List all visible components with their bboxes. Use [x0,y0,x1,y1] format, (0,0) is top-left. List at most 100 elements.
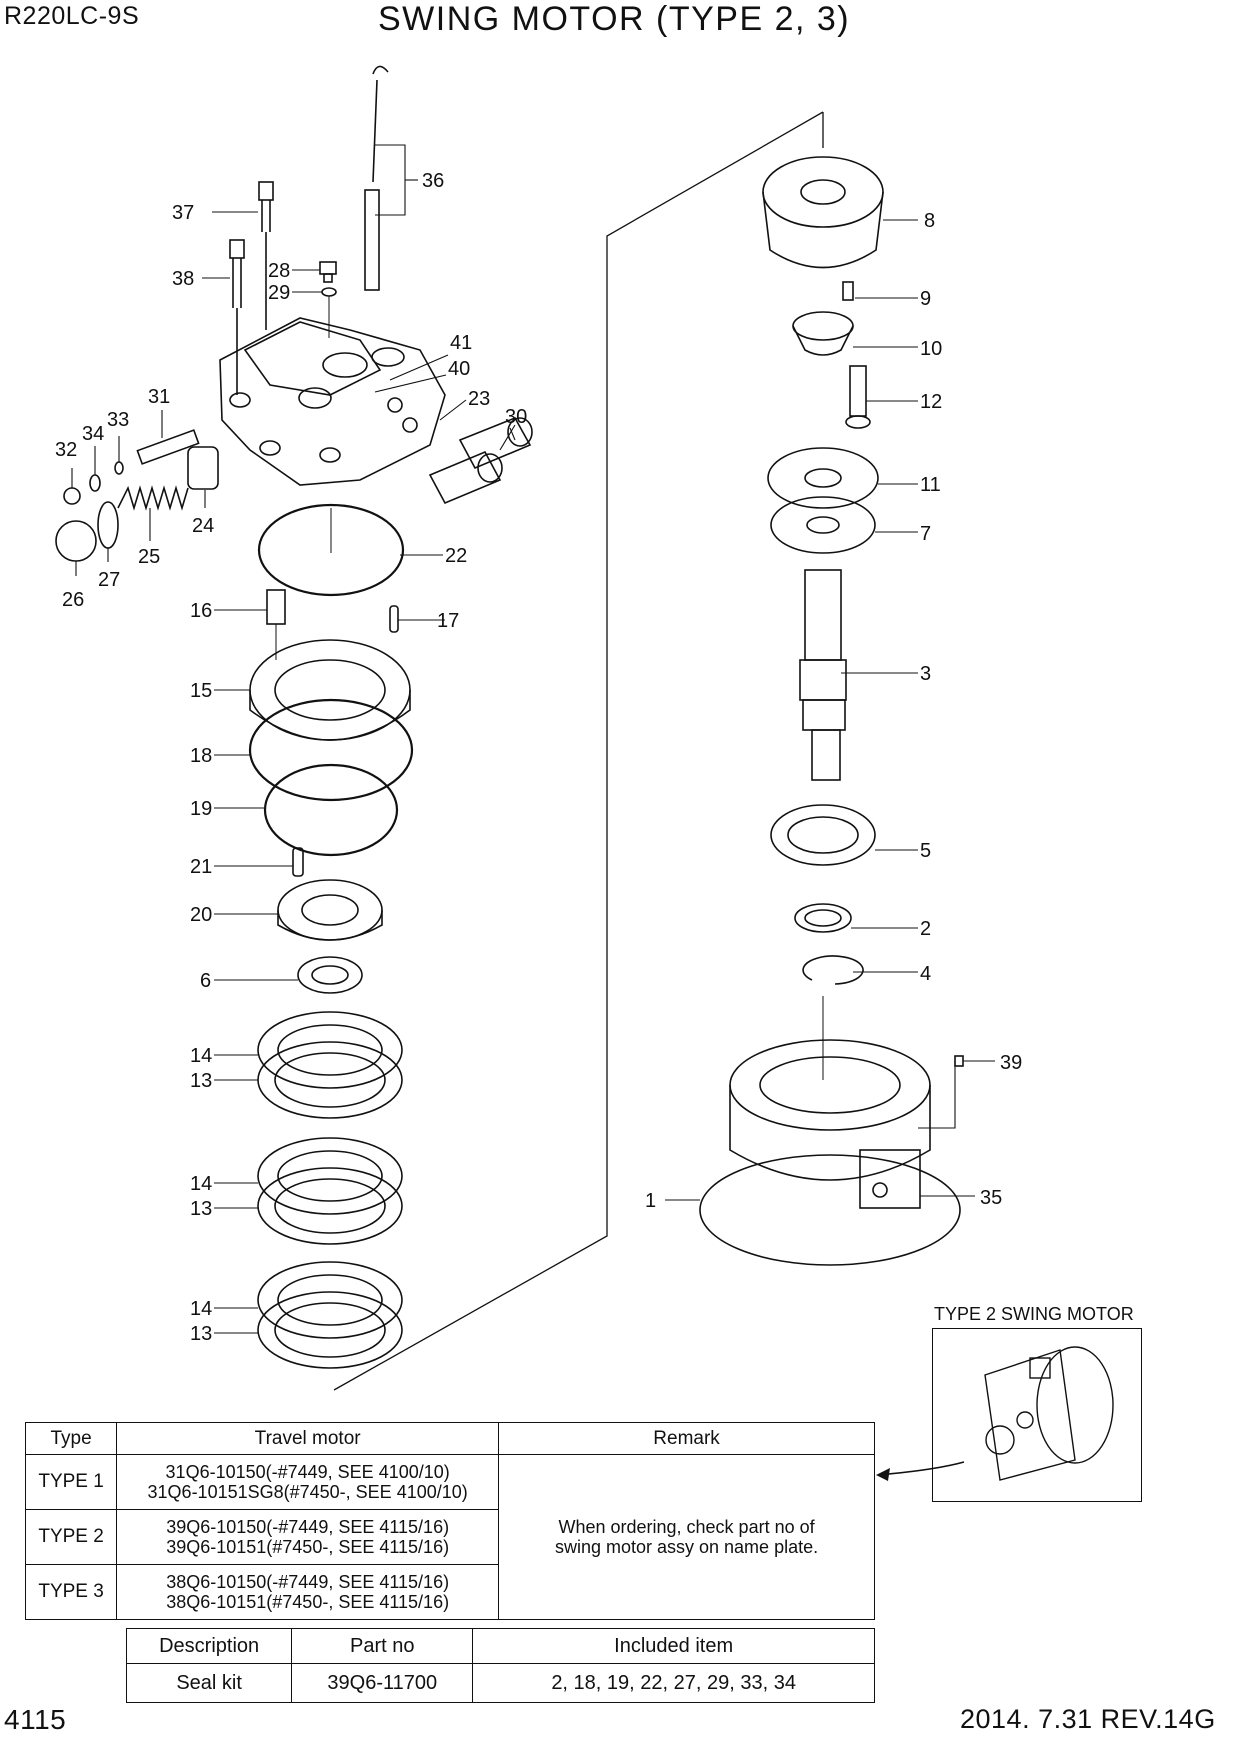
seal-kit-table: Description Part no Included item Seal k… [125,1628,875,1703]
part-label: 27 [98,569,120,591]
part-label: 14 [190,1173,212,1195]
motor-line: 38Q6-10150(-#7449, SEE 4115/16) [166,1572,450,1592]
o-ring-34 [89,474,101,492]
part-label: 41 [450,332,472,354]
part-label: 12 [920,391,942,413]
part-label-group: 8 9 10 12 11 7 3 5 2 4 39 35 1 37 38 28 … [55,170,1022,1345]
sleeve-24 [187,446,219,490]
part-label: 1 [645,1190,656,1212]
header-type: Type [24,1422,118,1455]
table-header-row: Description Part no Included item [125,1628,875,1664]
table-row: TYPE 3 38Q6-10150(-#7449, SEE 4115/16) 3… [24,1564,875,1620]
drive-shaft-3 [799,569,847,781]
motor-cell: 31Q6-10150(-#7449, SEE 4100/10) 31Q6-101… [116,1454,500,1510]
spring-25 [117,485,189,511]
part-label: 34 [82,423,104,445]
motor-line: 38Q6-10151(#7450-, SEE 4115/16) [166,1592,450,1612]
part-label: 7 [920,523,931,545]
part-label: 13 [190,1070,212,1092]
part-label: 5 [920,840,931,862]
part-label: 17 [437,610,459,632]
motor-line: 31Q6-10151SG8(#7450-, SEE 4100/10) [147,1482,468,1502]
o-ring-27 [97,501,119,549]
header-included-item: Included item [472,1628,875,1664]
part-label: 31 [148,386,170,408]
part-label: 3 [920,663,931,685]
type-cell: TYPE 1 [24,1454,118,1510]
bolt-37 [258,181,274,330]
part-label: 29 [268,282,290,304]
part-label: 11 [920,474,941,496]
part-label: 32 [55,439,77,461]
header-part-no: Part no [291,1628,474,1664]
snap-ring-4 [802,955,864,985]
plate-set-2 [257,1137,403,1245]
part-label: 20 [190,904,212,926]
remark-line: When ordering, check part no of [558,1517,815,1537]
arrow-head [876,1468,890,1481]
part-label: 30 [505,406,527,428]
part-label: 33 [107,409,129,431]
plate-set-1 [257,1011,403,1119]
o-ring-33 [114,461,124,475]
motor-cell: 39Q6-10150(-#7449, SEE 4115/16) 39Q6-101… [116,1509,500,1565]
plate-set-3 [257,1261,403,1369]
part-label: 18 [190,745,212,767]
motor-line: 31Q6-10150(-#7449, SEE 4100/10) [165,1462,450,1482]
part-label: 8 [924,210,935,232]
part-label: 24 [192,515,214,537]
table-row: Seal kit 39Q6-11700 2, 18, 19, 22, 27, 2… [125,1663,875,1703]
part-label: 40 [448,358,470,380]
brake-piston-15 [249,639,411,741]
part-label: 22 [445,545,467,567]
part-label: 35 [980,1187,1002,1209]
plug-28 [319,261,337,283]
motor-line: 39Q6-10151(#7450-, SEE 4115/16) [166,1537,450,1557]
casing-1 [699,1039,961,1266]
valve-plate-20 [277,879,383,941]
included-item-cell: 2, 18, 19, 22, 27, 29, 33, 34 [472,1663,875,1703]
o-ring-18 [248,698,414,802]
part-label: 9 [920,288,931,310]
remark-cell: When ordering, check part no of swing mo… [498,1454,875,1620]
part-label: 13 [190,1198,212,1220]
type-cell: TYPE 3 [24,1564,118,1620]
plug-32 [63,487,81,505]
part-label: 26 [62,589,84,611]
part-label: 36 [422,170,444,192]
remark-line: swing motor assy on name plate. [554,1537,819,1557]
pin-17 [389,605,399,633]
o-ring-29 [321,287,337,297]
ball-guide-10 [792,311,854,356]
part-label: 19 [190,798,212,820]
type-cell: TYPE 2 [24,1509,118,1565]
part-no-cell: 39Q6-11700 [291,1663,474,1703]
part-label: 6 [200,970,211,992]
part-label: 14 [190,1298,212,1320]
part-label: 25 [138,546,160,568]
part-label: 16 [190,600,212,622]
o-ring-19 [263,763,399,857]
plunger-31 [136,429,200,465]
set-plate-11 [767,447,879,509]
shoe-plate-7 [770,496,876,554]
part-label: 13 [190,1323,212,1345]
inset-caption: TYPE 2 SWING MOTOR [934,1304,1134,1324]
date-revision: 2014. 7.31 REV.14G [960,1704,1216,1734]
motor-line: 39Q6-10150(-#7449, SEE 4115/16) [166,1517,450,1537]
model-name: R220LC-9S [4,2,140,30]
assembly-divider-line [333,111,824,1391]
roller-bearing-5 [770,804,876,866]
header-travel-motor: Travel motor [116,1422,500,1455]
type2-motor-sketch [984,1346,1114,1481]
part-label: 39 [1000,1052,1022,1074]
table-row: TYPE 1 31Q6-10150(-#7449, SEE 4100/10) 3… [24,1454,875,1620]
motor-type-table: Type Travel motor Remark TYPE 1 31Q6-101… [24,1422,875,1620]
part-label: 28 [268,260,290,282]
spring-9 [842,281,854,301]
plug-26 [55,520,97,562]
part-label: 38 [172,268,194,290]
pin-21 [292,847,304,877]
part-label: 37 [172,202,194,224]
